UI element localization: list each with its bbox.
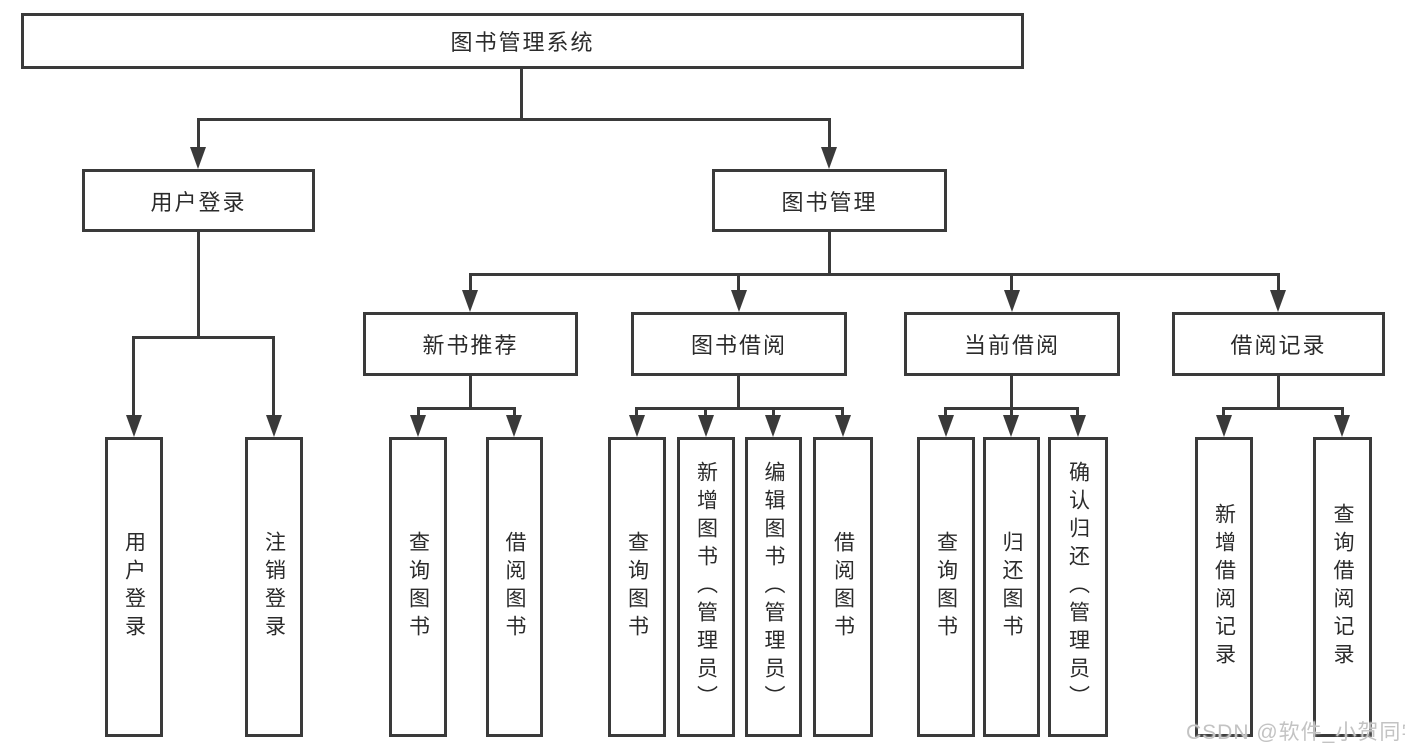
arrowhead-icon: [731, 290, 747, 312]
line: [1010, 273, 1013, 292]
node-book-borrow-label: 图书借阅: [690, 333, 787, 358]
leaf-query-books-current-label: 查询图书: [934, 531, 958, 643]
leaf-return-books-label: 归还图书: [1000, 531, 1023, 643]
arrowhead-icon: [462, 290, 478, 312]
line: [828, 118, 831, 149]
line: [737, 273, 740, 292]
leaf-query-books-newbook-label: 查询图书: [406, 531, 430, 643]
leaf-borrow-books-borrow-label: 借阅图书: [831, 531, 855, 643]
node-book-management-module: 图书管理: [712, 169, 947, 232]
arrowhead-icon: [1070, 415, 1086, 437]
node-borrow-records-label: 借阅记录: [1230, 333, 1327, 358]
leaf-edit-book-admin-label: 编辑图书（管理员）: [762, 461, 785, 713]
watermark: CSDN @软件_小贺同学: [1186, 721, 1405, 744]
node-new-book-recommend-label: 新书推荐: [422, 333, 519, 358]
line: [1222, 407, 1225, 417]
node-new-book-recommend: 新书推荐: [363, 312, 578, 376]
arrowhead-icon: [938, 415, 954, 437]
line: [1341, 407, 1344, 417]
leaf-confirm-return-admin-label: 确认归还（管理员）: [1066, 461, 1090, 713]
arrowhead-icon: [1003, 415, 1019, 437]
line: [132, 336, 135, 417]
line: [635, 407, 844, 410]
node-current-borrow: 当前借阅: [904, 312, 1120, 376]
leaf-borrow-books-newbook: 借阅图书: [486, 437, 543, 737]
line: [132, 336, 275, 339]
leaf-query-books-borrow: 查询图书: [608, 437, 666, 737]
arrowhead-icon: [821, 147, 837, 169]
leaf-edit-book-admin: 编辑图书（管理员）: [745, 437, 802, 737]
leaf-query-books-current: 查询图书: [917, 437, 975, 737]
line: [520, 69, 523, 120]
node-book-borrow: 图书借阅: [631, 312, 847, 376]
line: [1222, 407, 1344, 410]
line: [469, 273, 472, 292]
line: [737, 376, 740, 409]
line: [417, 407, 420, 417]
node-current-borrow-label: 当前借阅: [963, 333, 1060, 358]
arrowhead-icon: [126, 415, 142, 437]
node-user-login-module: 用户登录: [82, 169, 315, 232]
line: [841, 407, 844, 417]
line: [197, 118, 831, 121]
leaf-user-login: 用户登录: [105, 437, 163, 737]
arrowhead-icon: [1216, 415, 1232, 437]
line: [635, 407, 638, 417]
line: [197, 232, 200, 338]
line: [513, 407, 516, 417]
line: [704, 407, 707, 417]
line: [1010, 407, 1013, 417]
arrowhead-icon: [1270, 290, 1286, 312]
node-system-root: 图书管理系统: [21, 13, 1024, 69]
line: [197, 118, 200, 149]
leaf-add-book-admin: 新增图书（管理员）: [677, 437, 735, 737]
leaf-borrow-books-newbook-label: 借阅图书: [503, 531, 526, 643]
line: [1277, 376, 1280, 409]
leaf-user-login-label: 用户登录: [122, 531, 146, 643]
line: [1277, 273, 1280, 292]
node-book-management-module-label: 图书管理: [781, 189, 878, 215]
node-borrow-records: 借阅记录: [1172, 312, 1385, 376]
line: [469, 273, 1280, 276]
leaf-add-borrow-record: 新增借阅记录: [1195, 437, 1253, 737]
arrowhead-icon: [1004, 290, 1020, 312]
node-user-login-module-label: 用户登录: [150, 189, 247, 215]
leaf-borrow-books-borrow: 借阅图书: [813, 437, 873, 737]
line: [1076, 407, 1079, 417]
arrowhead-icon: [835, 415, 851, 437]
arrowhead-icon: [629, 415, 645, 437]
leaf-add-book-admin-label: 新增图书（管理员）: [694, 461, 718, 713]
arrowhead-icon: [266, 415, 282, 437]
arrowhead-icon: [1334, 415, 1350, 437]
arrowhead-icon: [698, 415, 714, 437]
line: [828, 232, 831, 275]
arrowhead-icon: [410, 415, 426, 437]
leaf-logout: 注销登录: [245, 437, 303, 737]
line: [1010, 376, 1013, 409]
line: [469, 376, 472, 409]
line: [417, 407, 516, 410]
leaf-add-borrow-record-label: 新增借阅记录: [1212, 503, 1236, 671]
line: [272, 336, 275, 417]
leaf-query-borrow-record-label: 查询借阅记录: [1331, 503, 1354, 671]
leaf-query-books-borrow-label: 查询图书: [625, 531, 649, 643]
arrowhead-icon: [506, 415, 522, 437]
leaf-query-borrow-record: 查询借阅记录: [1313, 437, 1372, 737]
line: [772, 407, 775, 417]
leaf-return-books: 归还图书: [983, 437, 1040, 737]
arrowhead-icon: [190, 147, 206, 169]
leaf-query-books-newbook: 查询图书: [389, 437, 447, 737]
line: [944, 407, 947, 417]
leaf-confirm-return-admin: 确认归还（管理员）: [1048, 437, 1108, 737]
leaf-logout-label: 注销登录: [262, 531, 286, 643]
arrowhead-icon: [765, 415, 781, 437]
node-system-root-label: 图书管理系统: [450, 30, 595, 55]
